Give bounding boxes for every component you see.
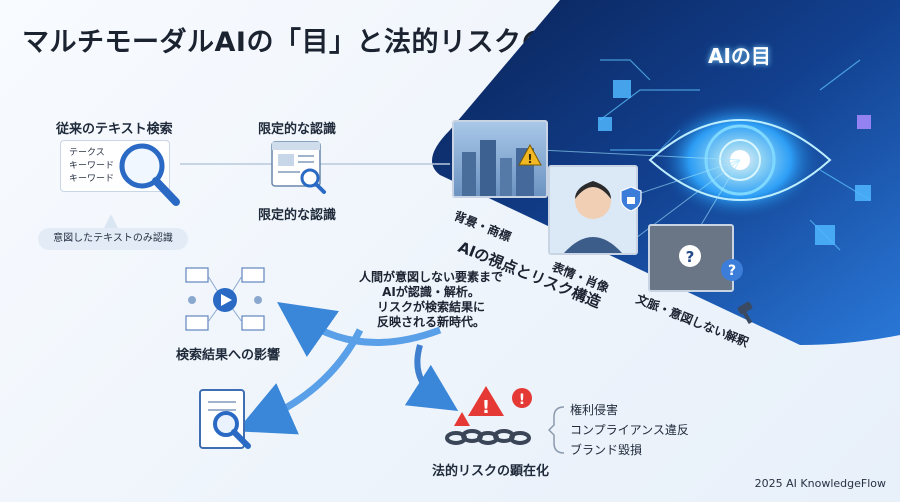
- risk-item: ブランド毀損: [570, 443, 643, 457]
- card-line: キーワード: [69, 174, 115, 184]
- central-line: 反映される新時代。: [376, 315, 485, 329]
- context-screen: ?: [648, 224, 734, 292]
- limited-recognition-title-top: 限定的な認識: [258, 122, 337, 137]
- document-magnifier-icon: [199, 389, 251, 449]
- risk-list: 権利侵害 コンプライアンス違反 ブランド毀損: [570, 400, 689, 460]
- magnifier-icon: [119, 143, 180, 206]
- ai-eye-label: AIの目: [708, 44, 771, 68]
- risk-bracket: [548, 406, 565, 454]
- shield-lock-icon: [620, 186, 642, 212]
- warning-icon: !: [518, 144, 542, 166]
- footer-credit: 2025 AI KnowledgeFlow: [754, 477, 886, 490]
- svg-text:!: !: [527, 152, 532, 166]
- central-line: 人間が意図しない要素まで: [358, 270, 503, 284]
- chain-alert-icon: ! !: [445, 386, 532, 445]
- document-search-icon: [271, 141, 326, 194]
- traditional-search-title: 従来のテキスト検索: [56, 122, 173, 137]
- svg-text:!: !: [482, 397, 490, 418]
- risk-item: 権利侵害: [570, 403, 619, 417]
- legal-risk-label: 法的リスクの顕在化: [432, 464, 550, 479]
- central-line: AIが認識・解析。: [382, 285, 480, 299]
- pointer-triangle: [104, 214, 118, 228]
- card-line: キーワード: [69, 161, 115, 171]
- svg-text:?: ?: [686, 248, 695, 266]
- gavel-icon: [737, 301, 753, 325]
- svg-text:?: ?: [728, 263, 736, 279]
- background-trademark-screen: [452, 120, 548, 198]
- svg-text:!: !: [519, 392, 525, 408]
- central-line: リスクが検索結果に: [376, 300, 485, 314]
- card-line: テークス: [69, 148, 105, 158]
- search-impact-label: 検索結果への影響: [176, 348, 281, 363]
- search-network-icon: [185, 267, 265, 331]
- question-mark-icon: ?: [679, 245, 701, 267]
- question-bubble-icon: ?: [721, 259, 743, 281]
- person-portrait-icon: [564, 181, 622, 253]
- expression-portrait-screen: [548, 165, 638, 255]
- limited-recognition-title-bottom: 限定的な認識: [258, 208, 337, 223]
- intended-text-note: 意図したテキストのみ認識: [38, 228, 188, 250]
- page-title: マルチモーダルAIの「目」と法的リスクの変容: [22, 27, 604, 58]
- risk-item: コンプライアンス違反: [570, 423, 689, 437]
- central-statement: 人間が意図しない要素まで AIが認識・解析。 リスクが検索結果に 反映される新時…: [346, 270, 516, 330]
